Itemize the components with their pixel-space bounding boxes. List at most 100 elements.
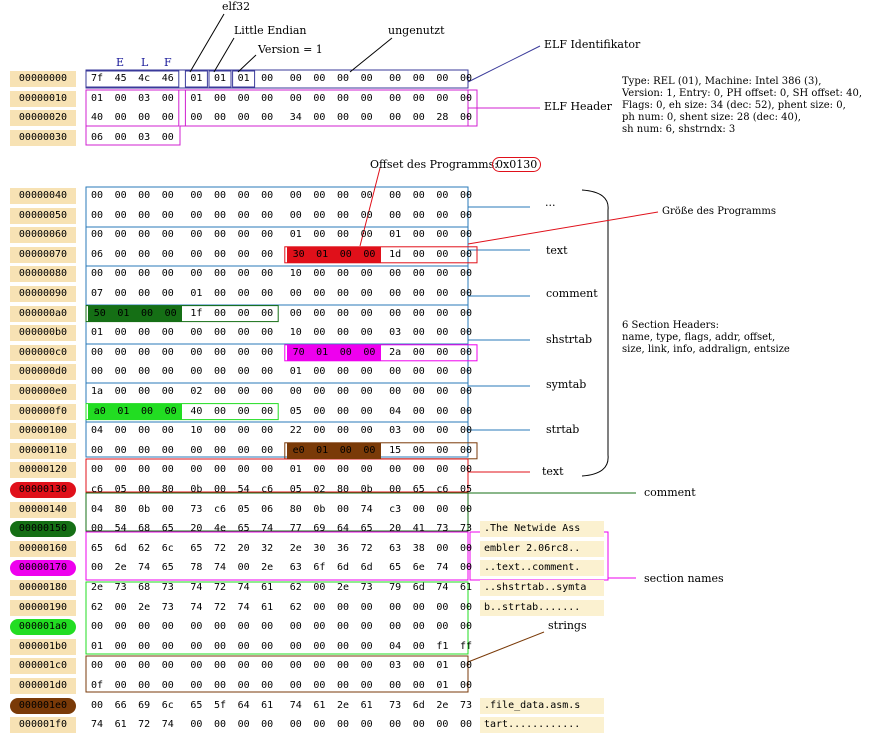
hex-byte: 01 <box>111 403 136 420</box>
hex-byte: 74 <box>436 562 449 574</box>
little-endian-leader <box>213 37 235 73</box>
hex-byte: 00 <box>336 288 350 299</box>
hex-byte: 03 <box>389 425 402 437</box>
hex-byte: 00 <box>213 346 227 358</box>
label-dots: ... <box>545 196 556 209</box>
row-address: 00000020 <box>10 110 76 127</box>
hex-byte: 15 <box>389 444 402 456</box>
hex-byte: 00 <box>459 73 473 84</box>
ascii-column-text: .The Netwide Ass <box>480 521 604 538</box>
hex-byte: 77 <box>289 523 302 535</box>
hex-byte: 00 <box>161 92 174 104</box>
hex-byte: 00 <box>289 621 302 633</box>
hex-byte: 00 <box>261 73 274 84</box>
hex-byte: 00 <box>289 190 302 201</box>
strings-leader <box>467 631 545 663</box>
hex-byte: 03 <box>389 660 402 672</box>
hex-byte: 30 <box>313 542 326 554</box>
hex-byte: 00 <box>313 73 326 84</box>
hex-byte: 73 <box>389 699 402 711</box>
hex-byte: 74 <box>190 582 203 593</box>
hex-byte: 00 <box>90 268 104 280</box>
row-address: 00000150 <box>10 521 76 538</box>
section-headers-brace <box>581 189 609 477</box>
hex-byte: 00 <box>459 190 473 201</box>
ascii-column-text: tart............ <box>480 717 604 733</box>
hex-byte: 01 <box>213 73 227 84</box>
hex-byte: 0b <box>313 503 326 515</box>
hex-byte: 02 <box>190 386 203 397</box>
hex-byte: 10 <box>289 268 302 280</box>
hex-byte: 00 <box>114 288 127 299</box>
hex-byte: 00 <box>161 640 174 652</box>
hex-byte: 00 <box>237 346 250 358</box>
hex-byte: 00 <box>161 660 174 672</box>
row-address: 00000170 <box>10 560 76 577</box>
hex-byte: 00 <box>161 386 174 397</box>
hex-byte: 00 <box>412 719 425 731</box>
hex-byte: 00 <box>313 405 326 417</box>
hex-byte: 73 <box>436 523 449 535</box>
hex-byte: 79 <box>389 582 402 593</box>
hex-byte: 54 <box>237 484 250 495</box>
hex-byte: 7f <box>90 73 104 84</box>
hex-byte: 00 <box>459 209 473 221</box>
hex-byte: 00 <box>389 719 402 731</box>
shstrtab-data-box <box>85 531 469 581</box>
ident-field-box-1 <box>184 70 208 88</box>
hex-byte: 00 <box>336 660 350 672</box>
hex-byte: 00 <box>90 660 104 672</box>
hex-byte: 02 <box>313 484 326 495</box>
row-address: 000001b0 <box>10 638 76 655</box>
hex-byte: 00 <box>412 464 425 476</box>
hex-byte: 00 <box>336 640 350 652</box>
hex-byte: 00 <box>261 425 274 437</box>
hex-byte: 72 <box>360 542 373 554</box>
hex-byte: 00 <box>213 92 227 104</box>
hex-byte: 73 <box>161 601 174 613</box>
hex-byte: ff <box>459 640 473 652</box>
hex-byte: 00 <box>261 346 274 358</box>
hex-byte: 00 <box>436 503 449 515</box>
hex-byte: 00 <box>213 621 227 633</box>
hex-byte: 00 <box>138 366 151 378</box>
hex-byte: 00 <box>360 112 373 124</box>
label-shstrtab-section: shstrtab <box>546 333 593 346</box>
hex-byte: 00 <box>213 112 227 124</box>
hex-byte: 00 <box>261 680 274 691</box>
label-offset-value: 0x0130 <box>492 157 542 172</box>
hex-byte: 1d <box>389 248 402 260</box>
hex-byte: 00 <box>336 190 350 201</box>
hex-byte: 00 <box>161 444 174 456</box>
hex-byte: 00 <box>459 92 473 104</box>
hex-byte: 00 <box>114 131 127 143</box>
hex-byte: 00 <box>412 640 425 652</box>
hex-byte: 00 <box>161 346 174 358</box>
hex-byte: 00 <box>360 307 373 319</box>
hex-byte: 00 <box>213 327 227 339</box>
hex-byte: 00 <box>336 621 350 633</box>
hex-byte: 00 <box>459 444 473 456</box>
hex-byte: 10 <box>190 425 203 437</box>
hex-byte: 00 <box>360 288 373 299</box>
hex-byte: 00 <box>412 209 425 221</box>
hex-byte: 00 <box>459 680 473 691</box>
hex-byte: 00 <box>138 640 151 652</box>
hex-byte: 64 <box>336 523 350 535</box>
hex-byte: 01 <box>90 640 104 652</box>
hex-byte: 00 <box>237 719 250 731</box>
hex-byte: 65 <box>412 484 425 495</box>
hex-byte: 00 <box>190 719 203 731</box>
hex-byte: 00 <box>237 680 250 691</box>
hex-byte: 00 <box>389 601 402 613</box>
hex-byte: 00 <box>213 248 227 260</box>
hex-byte: 00 <box>360 386 373 397</box>
hex-byte: c3 <box>389 503 402 515</box>
hex-byte: 80 <box>161 484 174 495</box>
hex-byte: 00 <box>138 346 151 358</box>
hex-byte: 00 <box>237 386 250 397</box>
hex-byte: 00 <box>138 229 151 241</box>
hex-byte: 00 <box>261 209 274 221</box>
hex-byte: 00 <box>459 562 473 574</box>
